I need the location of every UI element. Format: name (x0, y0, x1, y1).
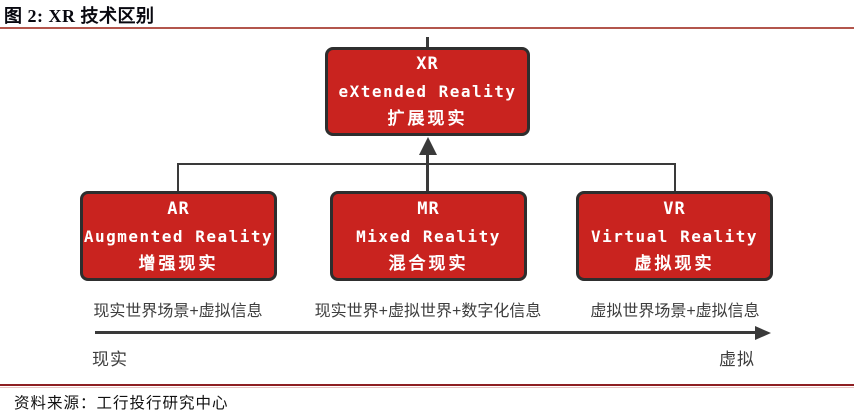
vr-drop-line (674, 163, 676, 191)
center-vertical-line (426, 152, 429, 191)
node-xr-english: eXtended Reality (338, 82, 517, 101)
node-ar-english: Augmented Reality (83, 226, 274, 246)
node-ar: AR Augmented Reality 增强现实 (80, 191, 277, 281)
source-note: 资料来源：工行投行研究中心 (14, 395, 229, 412)
node-vr-chinese: 虚拟现实 (634, 253, 715, 273)
node-mr: MR Mixed Reality 混合现实 (330, 191, 527, 281)
ar-caption: 现实世界场景+虚拟信息 (93, 303, 263, 320)
ar-drop-line (177, 163, 179, 191)
node-vr-english: Virtual Reality (591, 226, 758, 246)
horizontal-connector-line (177, 163, 676, 165)
figure-title: 图 2: XR 技术区别 (4, 6, 155, 26)
vr-caption: 虚拟世界场景+虚拟信息 (590, 303, 760, 320)
spectrum-axis-line (95, 331, 757, 334)
footer-rule (0, 384, 854, 386)
node-vr-abbr: VR (663, 198, 686, 219)
axis-label-virtual: 虚拟 (719, 350, 755, 369)
up-arrowhead-icon (419, 137, 437, 155)
node-xr: XR eXtended Reality 扩展现实 (325, 47, 530, 136)
node-ar-chinese: 增强现实 (138, 253, 219, 273)
top-stub-line (426, 37, 429, 47)
node-xr-abbr: XR (416, 54, 439, 74)
title-rule (0, 27, 854, 29)
right-arrowhead-icon (755, 326, 771, 340)
node-xr-chinese: 扩展现实 (387, 109, 468, 128)
node-vr: VR Virtual Reality 虚拟现实 (576, 191, 773, 281)
node-mr-english: Mixed Reality (356, 226, 501, 246)
node-ar-abbr: AR (167, 198, 190, 219)
axis-label-reality: 现实 (92, 350, 128, 369)
footer-rule-highlight (0, 387, 854, 388)
node-mr-chinese: 混合现实 (388, 253, 469, 273)
mr-caption: 现实世界+虚拟世界+数字化信息 (314, 303, 542, 320)
node-mr-abbr: MR (417, 198, 440, 219)
